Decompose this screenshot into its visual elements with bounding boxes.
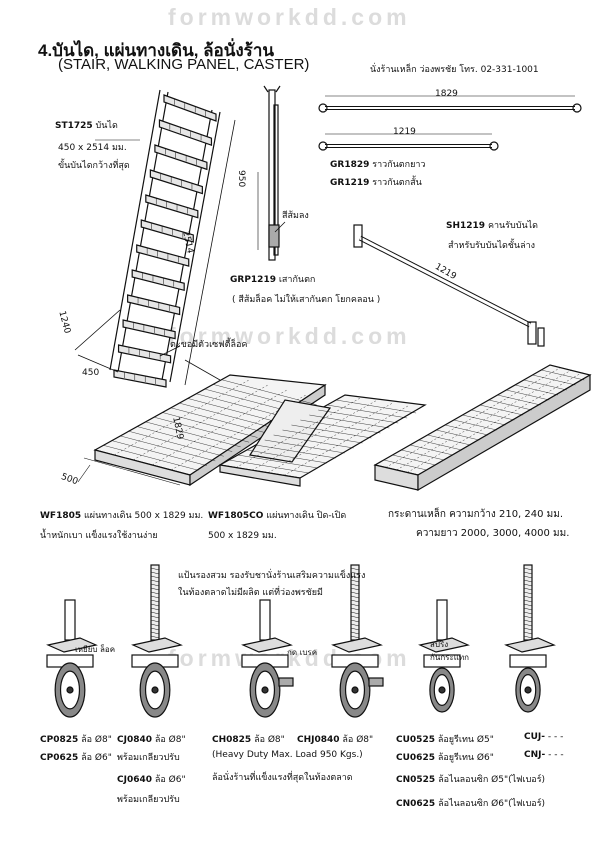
cj0640-note: พร้อมเกลียวปรับ (117, 795, 180, 805)
gr1829-code: GR1829 (330, 160, 370, 170)
ch0825-desc: ล้อ Ø8" (254, 735, 285, 745)
cuj-desc: - - - (547, 732, 564, 742)
wf1805-name: แผ่นทางเดิน 500 x 1829 มม. (84, 511, 204, 521)
gr1219-name: ราวกันตกสั้น (372, 178, 422, 188)
stair-note: ขั้นบันไดกว้างที่สุด (58, 161, 130, 171)
cj0840-note: พร้อมเกลียวปรับ (117, 753, 180, 763)
wf1805co-name: แผ่นทางเดิน ปิด-เปิด (266, 511, 347, 521)
sh-note: สำหรับรับบันไดชั้นล่าง (448, 241, 536, 251)
cu0525-code: CU0525 (396, 735, 435, 745)
stair-dim-450: 450 (82, 368, 100, 378)
wf1805co-size: 500 x 1829 มม. (208, 531, 277, 541)
cuj-code: CUJ- (524, 732, 545, 742)
post-dim: 950 (236, 170, 246, 188)
cn0525-desc: ล้อไนลอนซิก Ø5"(ไฟเบอร์) (438, 775, 546, 785)
page-title: 4.บันได, แผ่นทางเดิน, ล้อนั่งร้าน (38, 41, 274, 60)
watermark-middle: formworkdd.com (168, 323, 411, 349)
stair-lock-label: ตะขอมีตัวเซฟตี้ล็อค (170, 340, 248, 350)
cj0640-code: CJ0640 (117, 775, 153, 785)
cj0840-code: CJ0840 (117, 735, 153, 745)
wf1805-note: น้ำหนักเบา แข็งแรงใช้งานง่าย (40, 531, 158, 541)
post-drawing (257, 85, 286, 261)
caster-brake-label: กด เบรค (287, 648, 318, 657)
stair-name: บันได (95, 121, 118, 131)
caster-note-1: แป้นรองสวม รองรับชานั่งร้านเสริมความแข็ง… (178, 571, 366, 581)
bar-dim-long: 1829 (435, 89, 458, 99)
sh-beam-drawing (353, 224, 545, 347)
gr1219-code: GR1219 (330, 178, 370, 188)
cj0840-desc: ล้อ Ø8" (154, 735, 186, 745)
beam-width: กระดานเหล็ก ความกว้าง 210, 240 มม. (388, 509, 564, 520)
cp0825-desc: ล้อ Ø8" (81, 735, 112, 745)
wf1805co-code: WF1805CO (208, 511, 264, 521)
chj0840-desc: ล้อ Ø8" (342, 735, 374, 745)
heavy-duty-note: (Heavy Duty Max. Load 950 Kgs.) (212, 750, 363, 760)
page-subtitle: (STAIR, WALKING PANEL, CASTER) (58, 56, 310, 73)
cp0625-code: CP0625 (40, 753, 79, 763)
cnj-code: CNJ- (524, 750, 546, 760)
stair-size: 450 x 2514 มม. (58, 143, 127, 153)
post-code: GRP1219 (230, 275, 276, 285)
chj0840-code: CHJ0840 (297, 735, 340, 745)
wf1805-code: WF1805 (40, 511, 82, 521)
post-color-note: สีส้มลง (282, 211, 309, 221)
cn0525-code: CN0525 (396, 775, 436, 785)
shop-contact: นั่งร้านเหล็ก ว่องพรชัย โทร. 02-331-1001 (370, 65, 539, 75)
cu0525-desc: ล้อยูรีเทน Ø5" (437, 735, 494, 745)
heavy-duty-note-th: ล้อนั่งร้านที่แข็งแรงที่สุดในท้องตลาด (212, 773, 353, 783)
steel-plank-drawing (373, 364, 592, 492)
caster-note-2: ในท้องตลาดไม่มีผลิต แต่ที่ว่องพรชัยมี (178, 588, 323, 598)
beam-length: ความยาว 2000, 3000, 4000 มม. (416, 528, 570, 539)
post-name: เสากันตก (278, 275, 316, 285)
cn0625-code: CN0625 (396, 799, 436, 809)
cnj-desc: - - - (548, 750, 564, 760)
stair-drawing (74, 89, 236, 388)
post-note: ( สีส้มล็อค ไม่ให้เสากันตก โยกคลอน ) (232, 295, 381, 305)
stair-code: ST1725 (55, 121, 93, 131)
caster-spring-label: สปริง กันกระแทก (430, 640, 470, 662)
guardrail-drawing (318, 95, 582, 151)
cp0825-code: CP0825 (40, 735, 79, 745)
bar-dim-short: 1219 (393, 127, 416, 137)
cp0625-desc: ล้อ Ø6" (81, 753, 112, 763)
gr1829-name: ราวกันตกยาว (372, 160, 426, 170)
watermark-top: formworkdd.com (168, 4, 411, 30)
cu0625-desc: ล้อยูรีเทน Ø6" (437, 753, 494, 763)
cj0640-desc: ล้อ Ø6" (154, 775, 186, 785)
ch0825-code: CH0825 (212, 735, 252, 745)
cn0625-desc: ล้อไนลอนซิก Ø6"(ไฟเบอร์) (438, 799, 546, 809)
cu0625-code: CU0625 (396, 753, 435, 763)
wf1805co-drawing (218, 394, 427, 487)
sh-code: SH1219 (446, 221, 486, 231)
caster-lock-label: เหยียบ ล็อค (75, 645, 116, 654)
sh-name: คานรับบันได (487, 221, 538, 231)
